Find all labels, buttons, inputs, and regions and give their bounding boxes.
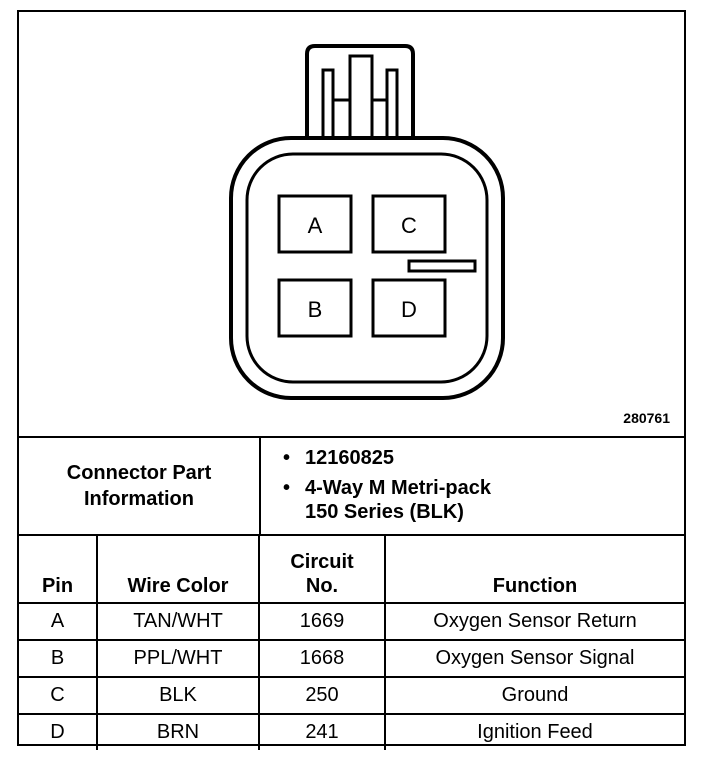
connector-info-list: 12160825 4-Way M Metri-pack 150 Series (…	[281, 446, 491, 530]
connector-housing-outer	[229, 136, 505, 400]
connector-info-item: 4-Way M Metri-pack 150 Series (BLK)	[281, 476, 491, 524]
table-row: B PPL/WHT 1668 Oxygen Sensor Signal	[19, 639, 684, 678]
cell-wire-color: BLK	[96, 676, 260, 715]
connector-info-row: Connector Part Information 12160825 4-Wa…	[19, 436, 684, 536]
diagram-frame: A B C D 280761 Connector Part Informatio…	[17, 10, 686, 750]
connector-info-label-line1: Connector Part	[66, 462, 212, 484]
pin-label-c: C	[401, 213, 417, 238]
table-row: D BRN 241 Ignition Feed	[19, 713, 684, 750]
header-pin: Pin	[19, 536, 98, 604]
connector-info-item: 12160825	[281, 446, 491, 470]
cell-circuit: 1669	[258, 602, 386, 641]
header-circuit-line2: No.	[305, 575, 339, 597]
pin-cavity-b	[277, 278, 353, 338]
cell-pin: C	[19, 676, 98, 715]
connector-diagram: A B C D 280761	[19, 12, 684, 436]
header-circuit-line1: Circuit	[290, 551, 354, 573]
cell-circuit: 1668	[258, 639, 386, 678]
pin-cavity-c	[371, 194, 447, 254]
pin-label-d: D	[401, 297, 417, 322]
table-row: C BLK 250 Ground	[19, 676, 684, 715]
connector-housing-inner	[245, 152, 489, 384]
pin-cavity-d	[371, 278, 447, 338]
pin-label-a: A	[308, 213, 323, 238]
connector-part-number: 12160825	[305, 447, 394, 469]
cell-function: Oxygen Sensor Signal	[384, 639, 684, 678]
table-row: A TAN/WHT 1669 Oxygen Sensor Return	[19, 602, 684, 641]
table-header-row: Pin Wire Color Circuit No. Function	[19, 536, 684, 604]
cell-pin: A	[19, 602, 98, 641]
cell-pin: D	[19, 713, 98, 750]
header-function: Function	[384, 536, 684, 604]
connector-drawing: A B C D	[229, 44, 505, 400]
cell-circuit: 241	[258, 713, 386, 750]
cell-wire-color: BRN	[96, 713, 260, 750]
pin-label-b: B	[308, 297, 323, 322]
cell-wire-color: TAN/WHT	[96, 602, 260, 641]
connector-type-line1: 4-Way M Metri-pack	[305, 477, 491, 499]
cell-pin: B	[19, 639, 98, 678]
pin-cavity-a	[277, 194, 353, 254]
connector-info-label: Connector Part Information	[19, 438, 261, 534]
pin-table: Pin Wire Color Circuit No. Function A TA…	[19, 536, 684, 750]
header-circuit: Circuit No.	[258, 536, 386, 604]
locking-tab-center	[348, 54, 374, 144]
cell-circuit: 250	[258, 676, 386, 715]
key-slot	[407, 259, 477, 273]
connector-info-label-line2: Information	[84, 488, 194, 510]
locking-tab-left	[321, 68, 335, 152]
connector-type-line2: 150 Series (BLK)	[305, 501, 464, 523]
cell-wire-color: PPL/WHT	[96, 639, 260, 678]
cell-function: Oxygen Sensor Return	[384, 602, 684, 641]
cell-function: Ground	[384, 676, 684, 715]
cell-function: Ignition Feed	[384, 713, 684, 750]
figure-id: 280761	[623, 410, 670, 426]
locking-tab-right	[385, 68, 399, 152]
header-wire-color: Wire Color	[96, 536, 260, 604]
locking-tab-outer	[305, 44, 415, 152]
